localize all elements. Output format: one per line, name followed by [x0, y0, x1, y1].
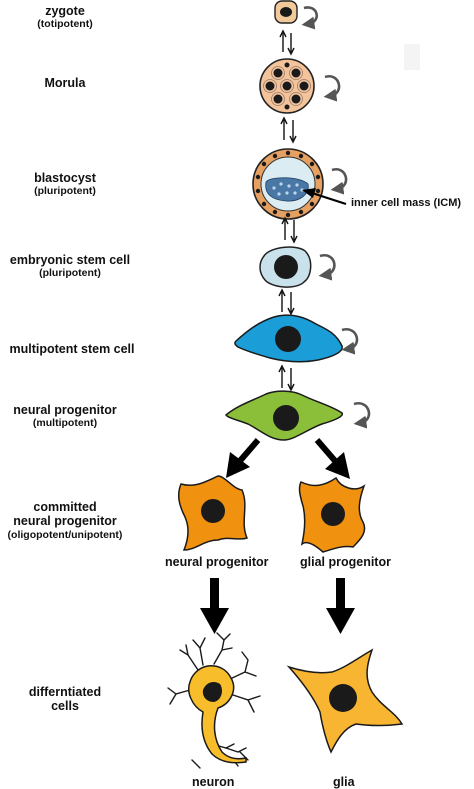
label-blastocyst: blastocyst (pluripotent) — [0, 171, 130, 197]
embryonic-stem-cell — [259, 246, 312, 288]
bidirectional-arrow-1 — [279, 29, 295, 56]
label-morula: Morula — [0, 76, 130, 90]
committed-name-line2: neural progenitor — [13, 514, 117, 529]
committed-potency: (oligopotent/unipotent) — [7, 528, 123, 541]
label-differentiated: differntiated cells — [0, 685, 130, 714]
glial-progenitor-cell — [298, 476, 366, 553]
morula-name: Morula — [44, 76, 86, 90]
self-renewal-arrow-blastocyst — [330, 168, 348, 195]
blank-box — [404, 44, 420, 70]
neural-name: neural progenitor — [13, 403, 117, 417]
label-multipotent: multipotent stem cell — [0, 342, 144, 356]
zygote-name: zygote — [45, 4, 85, 18]
label-zygote: zygote (totipotent) — [0, 4, 130, 30]
bidirectional-arrow-4 — [278, 288, 295, 316]
self-renewal-arrow-embryonic — [318, 254, 336, 281]
label-embryonic: embryonic stem cell (pluripotent) — [0, 253, 140, 279]
caption-neuron: neuron — [192, 775, 235, 789]
branch-arrow-right — [314, 438, 350, 479]
differentiated-line2: cells — [51, 699, 79, 714]
blastocyst-potency: (pluripotent) — [34, 185, 96, 198]
embryonic-potency: (pluripotent) — [39, 267, 101, 280]
neural-progenitor-cell — [225, 390, 344, 441]
morula-cell — [259, 58, 315, 114]
differentiated-line1: differntiated — [28, 685, 102, 699]
neuron-cell — [167, 632, 261, 769]
icm-pointer-arrow — [302, 188, 347, 206]
bidirectional-arrow-3 — [281, 216, 298, 244]
caption-neural-progenitor: neural progenitor — [165, 555, 269, 569]
self-renewal-arrow-morula — [323, 75, 341, 102]
multipotent-name: multipotent stem cell — [9, 342, 135, 356]
blastocyst-name: blastocyst — [34, 171, 96, 185]
multipotent-stem-cell — [234, 314, 343, 363]
bidirectional-arrow-5 — [278, 364, 295, 392]
down-arrow-glia — [326, 578, 355, 634]
neural-potency: (multipotent) — [32, 417, 98, 430]
glia-cell — [286, 648, 404, 754]
embryonic-name: embryonic stem cell — [9, 253, 131, 267]
caption-glia: glia — [333, 775, 355, 789]
self-renewal-arrow-neural — [353, 402, 371, 429]
committed-name-line1: committed — [33, 500, 97, 514]
icm-label: inner cell mass (ICM) — [351, 197, 462, 209]
zygote-potency: (totipotent) — [37, 18, 93, 31]
committed-neural-progenitor-cell — [178, 475, 249, 551]
down-arrow-neuron — [200, 578, 229, 634]
branch-arrow-left — [226, 438, 261, 478]
label-neural: neural progenitor (multipotent) — [0, 403, 130, 429]
blastocyst-cell — [252, 148, 324, 220]
caption-glial-progenitor: glial progenitor — [300, 555, 391, 569]
label-committed: committed neural progenitor (oligopotent… — [0, 500, 130, 541]
self-renewal-arrow-zygote — [301, 6, 318, 30]
self-renewal-arrow-multipotent — [341, 328, 359, 355]
zygote-cell — [274, 0, 298, 24]
bidirectional-arrow-2 — [280, 116, 297, 144]
